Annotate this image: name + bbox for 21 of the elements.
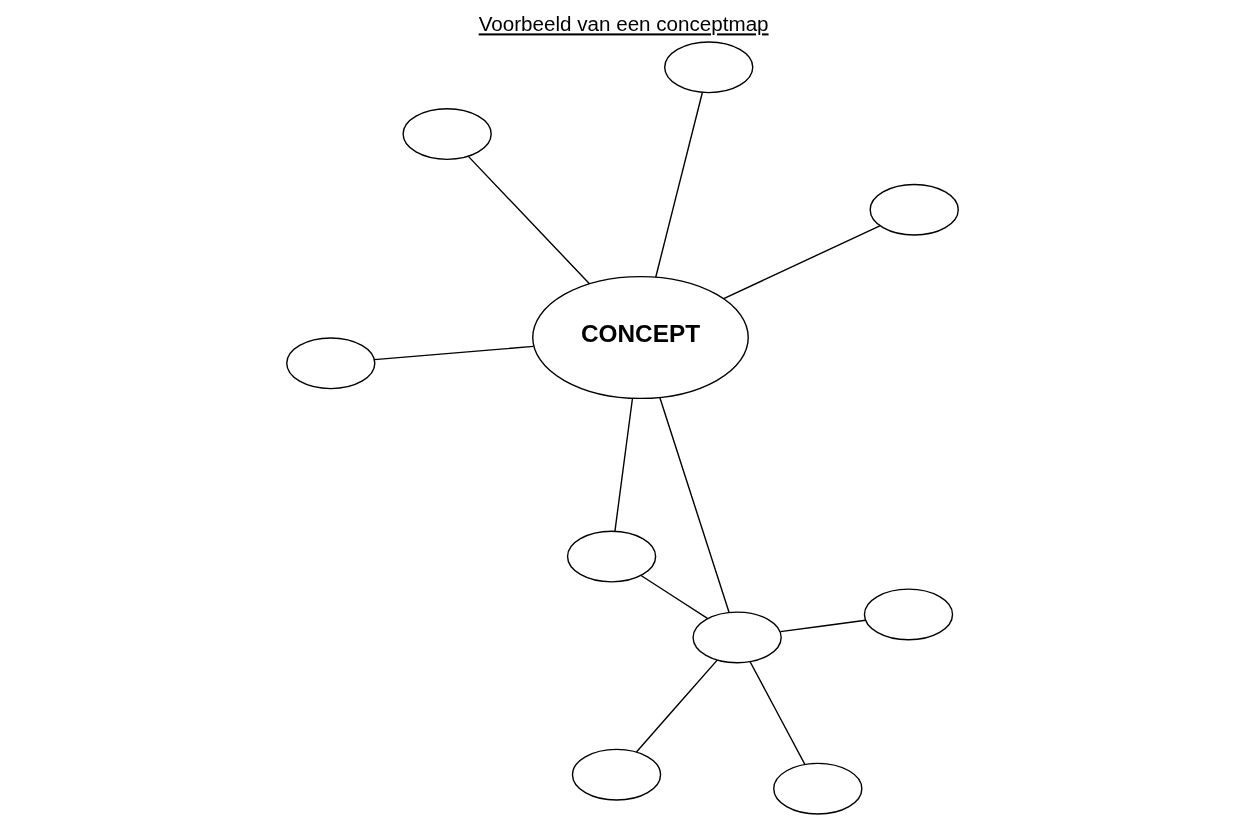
connector — [635, 659, 718, 753]
node-ellipse: CONCEPT — [532, 275, 749, 400]
connector — [723, 225, 881, 300]
connector — [467, 155, 591, 285]
connector — [614, 397, 634, 532]
connector — [749, 661, 806, 766]
connector — [779, 619, 867, 633]
connector — [655, 91, 704, 278]
node-ellipse — [566, 530, 657, 583]
node-ellipse — [571, 748, 662, 801]
node-ellipse — [869, 183, 959, 236]
connector — [640, 574, 709, 619]
node-ellipse — [286, 337, 376, 390]
connector — [659, 396, 730, 613]
node-ellipse — [664, 41, 754, 94]
node-ellipse — [692, 611, 782, 664]
node-ellipse — [863, 588, 954, 641]
node-ellipse — [773, 762, 863, 815]
node-ellipse — [402, 108, 492, 161]
connector — [373, 345, 535, 361]
diagram-title: Voorbeeld van een conceptmap — [478, 12, 769, 36]
